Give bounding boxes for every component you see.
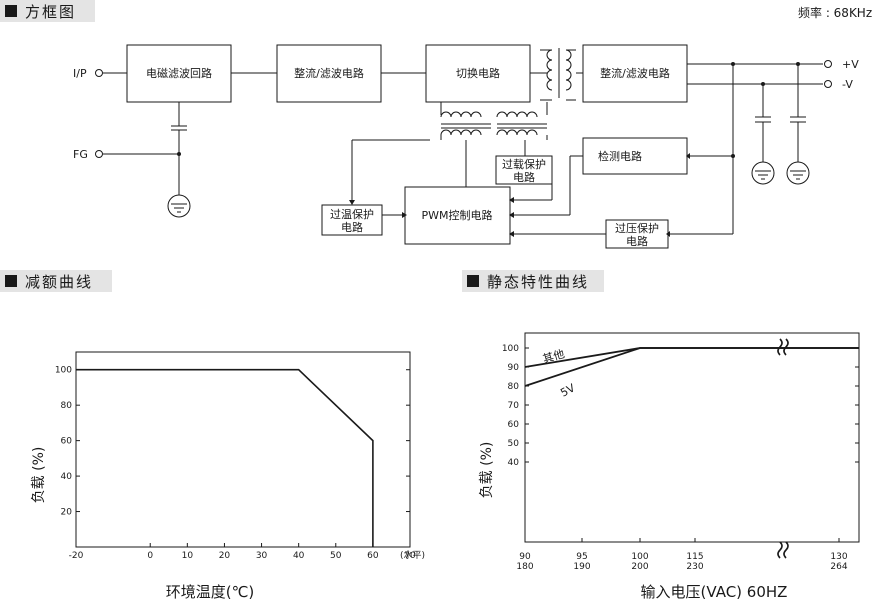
section-square-icon bbox=[5, 275, 17, 287]
y-axis-title: 负载 (%) bbox=[31, 447, 47, 504]
main-transformer-icon bbox=[540, 49, 576, 101]
x-tick-label-bottom: 180 bbox=[516, 562, 533, 572]
x-tick-label-bottom: 230 bbox=[686, 562, 703, 572]
y-tick-label: 40 bbox=[61, 472, 73, 482]
olp-label-line1: 过载保护 bbox=[502, 157, 546, 171]
frequency-label: 频率 : 68KHz bbox=[798, 6, 873, 20]
block-diagram-title: 方框图 bbox=[25, 2, 77, 21]
y-tick-label: 60 bbox=[61, 437, 73, 447]
x-tick-label-top: 95 bbox=[576, 552, 587, 562]
ovp-label-line1: 过压保护 bbox=[615, 221, 659, 235]
y-axis-title: 负载 (%) bbox=[479, 442, 495, 499]
x-tick-label-top: 115 bbox=[686, 552, 703, 562]
x-tick-label: 70 bbox=[404, 551, 416, 561]
y-tick-label: 90 bbox=[508, 363, 520, 373]
fg-label: FG bbox=[73, 148, 88, 161]
vplus-label: +V bbox=[842, 58, 859, 71]
x-tick-label: 60 bbox=[367, 551, 379, 561]
x-tick-label-top: 90 bbox=[519, 552, 531, 562]
aux-winding-right-icon bbox=[496, 111, 538, 136]
x-tick-label-top: 130 bbox=[830, 552, 847, 562]
ip-label: I/P bbox=[73, 67, 87, 80]
pwm-label: PWM控制电路 bbox=[421, 208, 492, 222]
y-tick-label: 100 bbox=[502, 344, 519, 354]
olp-label-line2: 电路 bbox=[513, 171, 535, 184]
x-unit-label: (水平) bbox=[400, 549, 425, 561]
detection-label: 检测电路 bbox=[598, 149, 642, 163]
x-axis-title: 环境温度(℃) bbox=[166, 583, 255, 601]
derating-curve bbox=[76, 368, 374, 547]
y-tick-label: 50 bbox=[508, 439, 520, 449]
section-square-icon bbox=[5, 5, 17, 17]
derating-header: 减额曲线 bbox=[0, 270, 112, 292]
y-tick-label: 100 bbox=[55, 366, 72, 376]
fg-terminal-icon bbox=[95, 150, 103, 158]
ip-terminal-icon bbox=[95, 69, 103, 77]
x-tick-label-bottom: 264 bbox=[830, 562, 847, 572]
y-tick-label: 20 bbox=[61, 508, 73, 518]
otp-label-line2: 电路 bbox=[341, 221, 363, 234]
x-tick-label-bottom: 200 bbox=[631, 562, 648, 572]
x-tick-label: 40 bbox=[293, 551, 305, 561]
y-tick-label: 60 bbox=[508, 420, 520, 430]
switching-label: 切换电路 bbox=[456, 66, 500, 80]
output-ground-icon bbox=[786, 161, 810, 185]
static-title: 静态特性曲线 bbox=[487, 272, 590, 291]
series-5v-line bbox=[524, 347, 859, 387]
x-tick-label: 20 bbox=[219, 551, 231, 561]
emi-filter-label: 电磁滤波回路 bbox=[146, 67, 212, 80]
ovp-label-line2: 电路 bbox=[626, 235, 648, 248]
section-square-icon bbox=[467, 275, 479, 287]
vminus-terminal-icon bbox=[824, 80, 832, 88]
rectifier-label-2: 整流/滤波电路 bbox=[600, 66, 670, 80]
x-tick-label: -20 bbox=[69, 551, 84, 561]
y-tick-label: 40 bbox=[508, 458, 520, 468]
x-tick-label-bottom: 190 bbox=[573, 562, 590, 572]
aux-winding-left-icon bbox=[440, 111, 482, 136]
y-tick-label: 80 bbox=[61, 401, 73, 411]
series-other-label: 其他 bbox=[541, 347, 566, 366]
x-tick-label: 30 bbox=[256, 551, 268, 561]
y-tick-label: 70 bbox=[508, 401, 520, 411]
vminus-label: -V bbox=[842, 78, 853, 91]
fg-ground-icon bbox=[167, 194, 191, 218]
x-tick-label: 10 bbox=[182, 551, 194, 561]
x-axis-title: 输入电压(VAC) 60HZ bbox=[641, 583, 788, 601]
derating-title: 减额曲线 bbox=[25, 272, 94, 291]
static-header: 静态特性曲线 bbox=[462, 270, 604, 292]
derating-chart: 20 40 60 80 100 -20 0 10 20 30 40 50 60 70 (水平) 环境温度… bbox=[31, 351, 425, 601]
series-other-line bbox=[524, 347, 859, 368]
block-diagram: I/P FG +V -V 电磁滤波回路 整流/滤波电路 切换电路 整流/滤波电路… bbox=[73, 44, 859, 249]
block-diagram-header: 方框图 bbox=[0, 0, 95, 22]
series-5v-label: 5V bbox=[558, 381, 577, 400]
vplus-terminal-icon bbox=[824, 60, 832, 68]
axis-break-icon bbox=[777, 338, 789, 559]
x-tick-label: 50 bbox=[330, 551, 342, 561]
otp-label-line1: 过温保护 bbox=[330, 207, 374, 221]
x-tick-label: 0 bbox=[147, 551, 153, 561]
x-tick-label-top: 100 bbox=[631, 552, 648, 562]
rectifier-label-1: 整流/滤波电路 bbox=[294, 66, 364, 80]
output-ground-icon bbox=[751, 161, 775, 185]
y-tick-label: 80 bbox=[508, 382, 520, 392]
